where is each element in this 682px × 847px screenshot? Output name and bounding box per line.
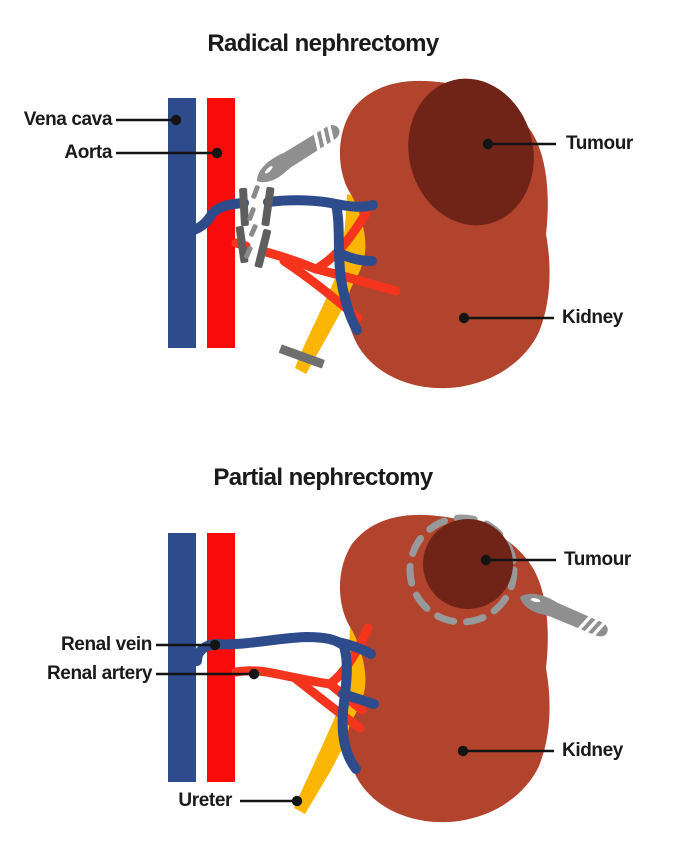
radical-nephrectomy-diagram — [116, 78, 556, 389]
ureter-cut-mark — [278, 344, 325, 369]
diagram-title-radical: Radical nephrectomy — [207, 30, 439, 57]
vena-cava-bar — [168, 98, 196, 348]
label-renal-artery: Renal artery — [46, 663, 152, 684]
leader-lines — [116, 114, 556, 324]
label-tumour-partial: Tumour — [564, 549, 631, 570]
label-tumour-radical: Tumour — [566, 133, 633, 154]
aorta-bar — [207, 98, 235, 348]
label-aorta: Aorta — [64, 142, 112, 163]
label-ureter: Ureter — [178, 790, 232, 811]
renal-vein-bar — [168, 533, 196, 782]
renal-vein-vessel — [181, 195, 378, 335]
label-kidney-partial: Kidney — [562, 740, 623, 761]
diagram-title-partial: Partial nephrectomy — [213, 464, 433, 491]
tumour-shape — [423, 519, 513, 609]
scalpel-icon — [251, 119, 344, 190]
label-kidney-radical: Kidney — [562, 307, 623, 328]
label-vena-cava: Vena cava — [23, 109, 113, 130]
renal-artery-bar — [207, 533, 235, 782]
leader-lines — [156, 554, 556, 807]
tumour-shape — [408, 78, 534, 226]
surgical-clamp-icon — [239, 185, 275, 227]
label-renal-vein: Renal vein — [60, 634, 152, 655]
surgical-clamp-icon — [235, 224, 272, 268]
partial-nephrectomy-diagram — [156, 514, 611, 823]
renal-vein-vessel — [192, 631, 379, 774]
dashed-resection-margin — [406, 514, 518, 626]
